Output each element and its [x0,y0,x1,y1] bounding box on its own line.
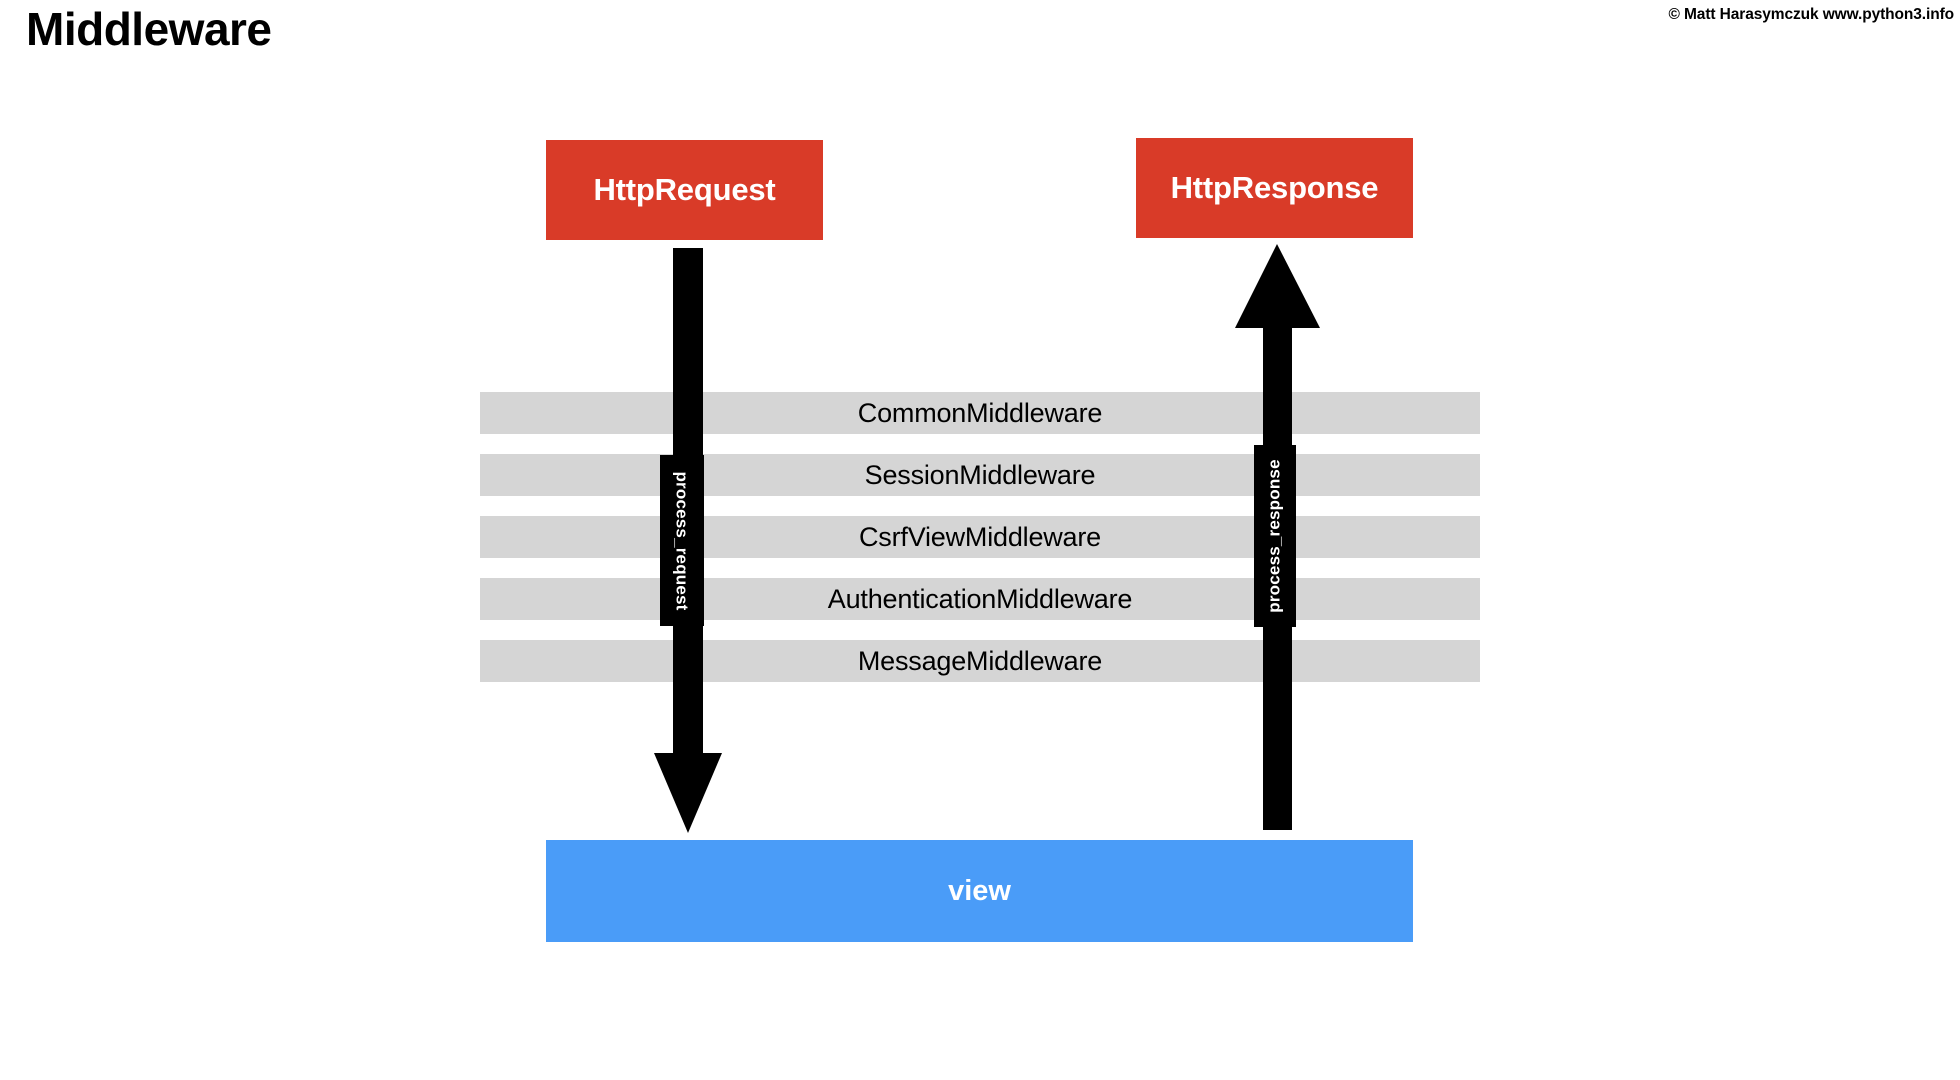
middleware-row: CommonMiddleware [480,392,1480,434]
middleware-row: AuthenticationMiddleware [480,578,1480,620]
middleware-row: MessageMiddleware [480,640,1480,682]
middleware-label: MessageMiddleware [857,645,1103,676]
middleware-label: SessionMiddleware [864,459,1096,490]
process-response-text: process_response [1265,459,1285,613]
middleware-label: AuthenticationMiddleware [827,583,1133,614]
process-response-label: process_response [1254,445,1296,627]
middleware-label: CommonMiddleware [857,397,1103,428]
http-response-label: HttpResponse [1170,170,1379,205]
middleware-row: SessionMiddleware [480,454,1480,496]
process-request-label: process_request [660,455,704,626]
http-request-label: HttpRequest [593,172,776,207]
http-request-box: HttpRequest [546,140,823,240]
view-box: view [546,840,1413,942]
process-request-text: process_request [673,470,693,611]
view-label: view [948,874,1011,907]
page-title: Middleware [26,3,272,55]
middleware-stack: CommonMiddleware SessionMiddleware CsrfV… [480,392,1480,682]
copyright-notice: © Matt Harasymczuk www.python3.info [1668,6,1954,23]
middleware-label: CsrfViewMiddleware [859,521,1101,552]
http-response-box: HttpResponse [1136,138,1413,238]
middleware-row: CsrfViewMiddleware [480,516,1480,558]
